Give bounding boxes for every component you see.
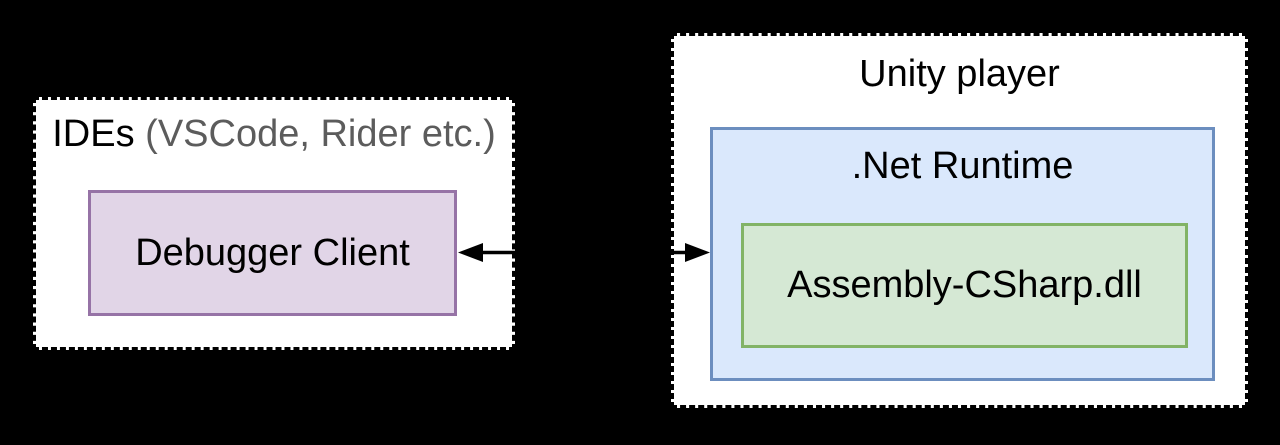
net-runtime-box: .Net Runtime Assembly-CSharp.dll [710,127,1215,381]
debugger-client-box: Debugger Client [88,190,457,316]
net-runtime-label: .Net Runtime [851,145,1074,187]
ide-group-title: IDEs (VSCode, Rider etc.) [36,112,512,158]
ide-group-title-secondary: (VSCode, Rider etc.) [134,113,496,155]
unity-player-title: Unity player [859,53,1060,95]
unity-player-group-box: Unity player .Net Runtime Assembly-CShar… [671,33,1248,408]
debugger-client-label: Debugger Client [135,231,410,274]
assembly-csharp-label: Assembly-CSharp.dll [787,264,1142,306]
arrowhead-left-icon [458,243,483,262]
arrowhead-right-icon [685,243,710,262]
bidirectional-arrow [458,243,710,262]
assembly-csharp-box: Assembly-CSharp.dll [741,223,1188,348]
ide-group-title-primary: IDEs [52,113,135,155]
ide-group-box: IDEs (VSCode, Rider etc.) Debugger Clien… [33,97,515,350]
